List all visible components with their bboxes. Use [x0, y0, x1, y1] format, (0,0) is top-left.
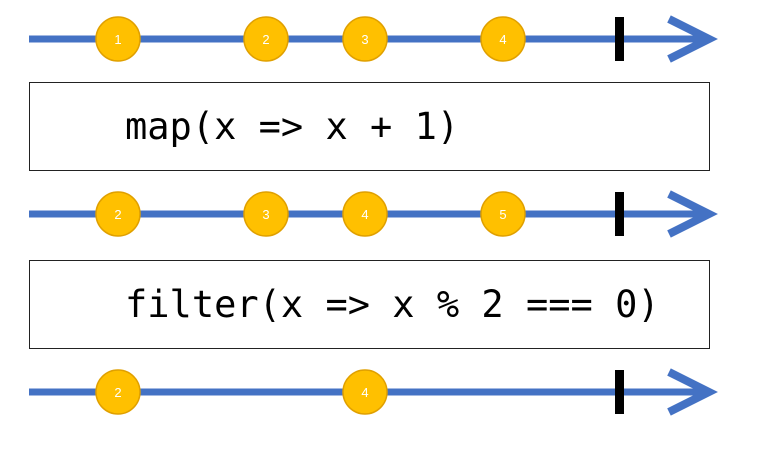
- marble-label: 5: [499, 207, 506, 222]
- timeline-arrowhead: [667, 190, 718, 238]
- marble: [243, 16, 289, 62]
- completion-marker: [615, 17, 624, 61]
- timeline-mapped: 2 3 4 5: [29, 190, 718, 238]
- completion-marker: [615, 192, 624, 236]
- marble-label: 2: [262, 32, 269, 47]
- marble-label: 4: [499, 32, 506, 47]
- operator-filter-code: filter(x => x % 2 === 0): [125, 283, 660, 326]
- marble: [243, 191, 289, 237]
- operator-map-code: map(x => x + 1): [125, 105, 460, 148]
- marble: [342, 191, 388, 237]
- marble: [95, 16, 141, 62]
- timeline-arrowhead: [667, 15, 718, 63]
- marble-label: 2: [114, 385, 121, 400]
- marble-label: 3: [361, 32, 368, 47]
- marble-label: 3: [262, 207, 269, 222]
- marble-label: 4: [361, 385, 368, 400]
- marble-label: 4: [361, 207, 368, 222]
- marble-label: 1: [114, 32, 121, 47]
- marble: [480, 191, 526, 237]
- operator-map-box: map(x => x + 1): [29, 82, 710, 171]
- marble: [342, 369, 388, 415]
- marble: [480, 16, 526, 62]
- operator-filter-box: filter(x => x % 2 === 0): [29, 260, 710, 349]
- marble-label: 2: [114, 207, 121, 222]
- completion-marker: [615, 370, 624, 414]
- timeline-input: 1 2 3 4: [29, 15, 718, 63]
- marble: [342, 16, 388, 62]
- marble: [95, 369, 141, 415]
- marble: [95, 191, 141, 237]
- timeline-arrowhead: [667, 368, 718, 416]
